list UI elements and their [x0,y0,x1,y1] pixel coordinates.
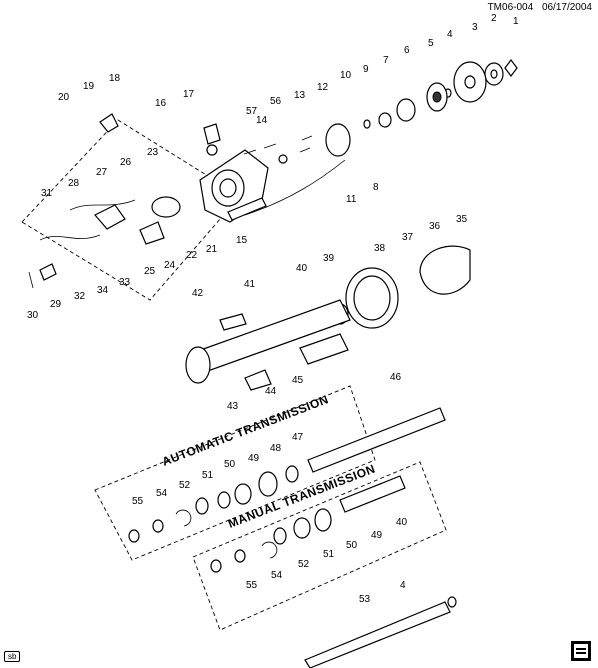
automatic-transmission-box [94,385,376,561]
callout-part-27: 27 [96,167,108,178]
callout-part-35: 35 [456,214,468,225]
callout-part-17: 17 [183,89,195,100]
callout-part-39: 39 [323,253,335,264]
callout-part-11: 11 [346,194,357,205]
callout-part-7: 7 [383,55,389,66]
callout-part-20: 20 [58,92,70,103]
callout-part-42: 42 [192,288,204,299]
callout-part-26: 26 [120,157,132,168]
ignition-switch [203,123,221,156]
callout-part-16: 16 [155,98,167,109]
gm-logo-icon [571,641,591,661]
callout-manual-part-52: 52 [298,559,310,570]
callout-part-37: 37 [402,232,414,243]
callout-manual-part-50: 50 [346,540,358,551]
callout-labels: 1234567891011121314151617181920212223242… [27,13,519,605]
automatic-steering-shaft [128,407,446,543]
callout-part-2: 2 [491,13,497,24]
callout-part-10: 10 [340,70,352,81]
callout-part-49: 49 [248,453,260,464]
callout-part-8: 8 [373,182,379,193]
footer-badge: sb [4,651,21,662]
callout-manual-part-49: 49 [371,530,383,541]
callout-part-4: 4 [447,29,453,40]
callout-part-28: 28 [68,178,80,189]
callout-manual-part-51: 51 [323,549,335,560]
callout-part-19: 19 [83,81,95,92]
lock-housing [199,123,351,223]
callout-part-24: 24 [164,260,176,271]
lower-steering-shaft [304,596,457,668]
callout-part-56: 56 [270,96,282,107]
callout-manual-part-55: 55 [246,580,258,591]
callout-manual-part-54: 54 [271,570,283,581]
callout-manual-part-40: 40 [396,517,408,528]
callout-part-9: 9 [363,64,369,75]
callout-labels-manual: 40 49 50 51 52 54 55 4 [246,517,408,591]
manual-transmission-box [192,461,447,631]
callout-part-48: 48 [270,443,282,454]
callout-part-43: 43 [227,401,239,412]
callout-part-13: 13 [294,90,306,101]
column-jacket [185,299,351,391]
callout-part-22: 22 [186,250,198,261]
turn-signal-switch-parts [28,113,181,289]
callout-part-29: 29 [50,299,62,310]
steering-column-cover [331,245,471,329]
callout-part-45: 45 [292,375,304,386]
callout-part-57: 57 [246,106,258,117]
callout-manual-part-4: 4 [400,580,406,591]
callout-part-31: 31 [41,188,53,199]
callout-part-6: 6 [404,45,410,56]
automatic-transmission-title: AUTOMATIC TRANSMISSION [160,392,330,469]
figure-id: TM06-004 [487,2,534,13]
callout-part-40: 40 [296,263,308,274]
callout-part-3: 3 [472,22,478,33]
callout-part-23: 23 [147,147,159,158]
callout-part-52: 52 [179,480,191,491]
callout-part-54: 54 [156,488,168,499]
manual-steering-parts [210,475,406,573]
callout-part-51: 51 [202,470,214,481]
callout-part-18: 18 [109,73,121,84]
callout-part-50: 50 [224,459,236,470]
callout-part-15: 15 [236,235,248,246]
callout-part-21: 21 [206,244,218,255]
callout-part-38: 38 [374,243,386,254]
callout-part-25: 25 [144,266,156,277]
callout-part-46: 46 [390,372,402,383]
callout-part-33: 33 [119,277,131,288]
callout-part-32: 32 [74,291,86,302]
callout-part-1: 1 [513,16,519,27]
callout-part-12: 12 [317,82,329,93]
upper-bearing-stack [363,59,518,129]
callout-part-30: 30 [27,310,39,321]
callout-part-34: 34 [97,285,109,296]
figure-header: TM06-004 06/17/2004 [482,2,592,13]
callout-part-14: 14 [256,115,268,126]
callout-part-55: 55 [132,496,144,507]
callout-part-41: 41 [244,279,256,290]
callout-part-44: 44 [265,386,277,397]
figure-date: 06/17/2004 [541,2,592,13]
callout-part-5: 5 [428,38,434,49]
lock-housing-screws [243,135,313,164]
callout-part-53: 53 [359,594,371,605]
callout-part-36: 36 [429,221,441,232]
callout-part-47: 47 [292,432,304,443]
